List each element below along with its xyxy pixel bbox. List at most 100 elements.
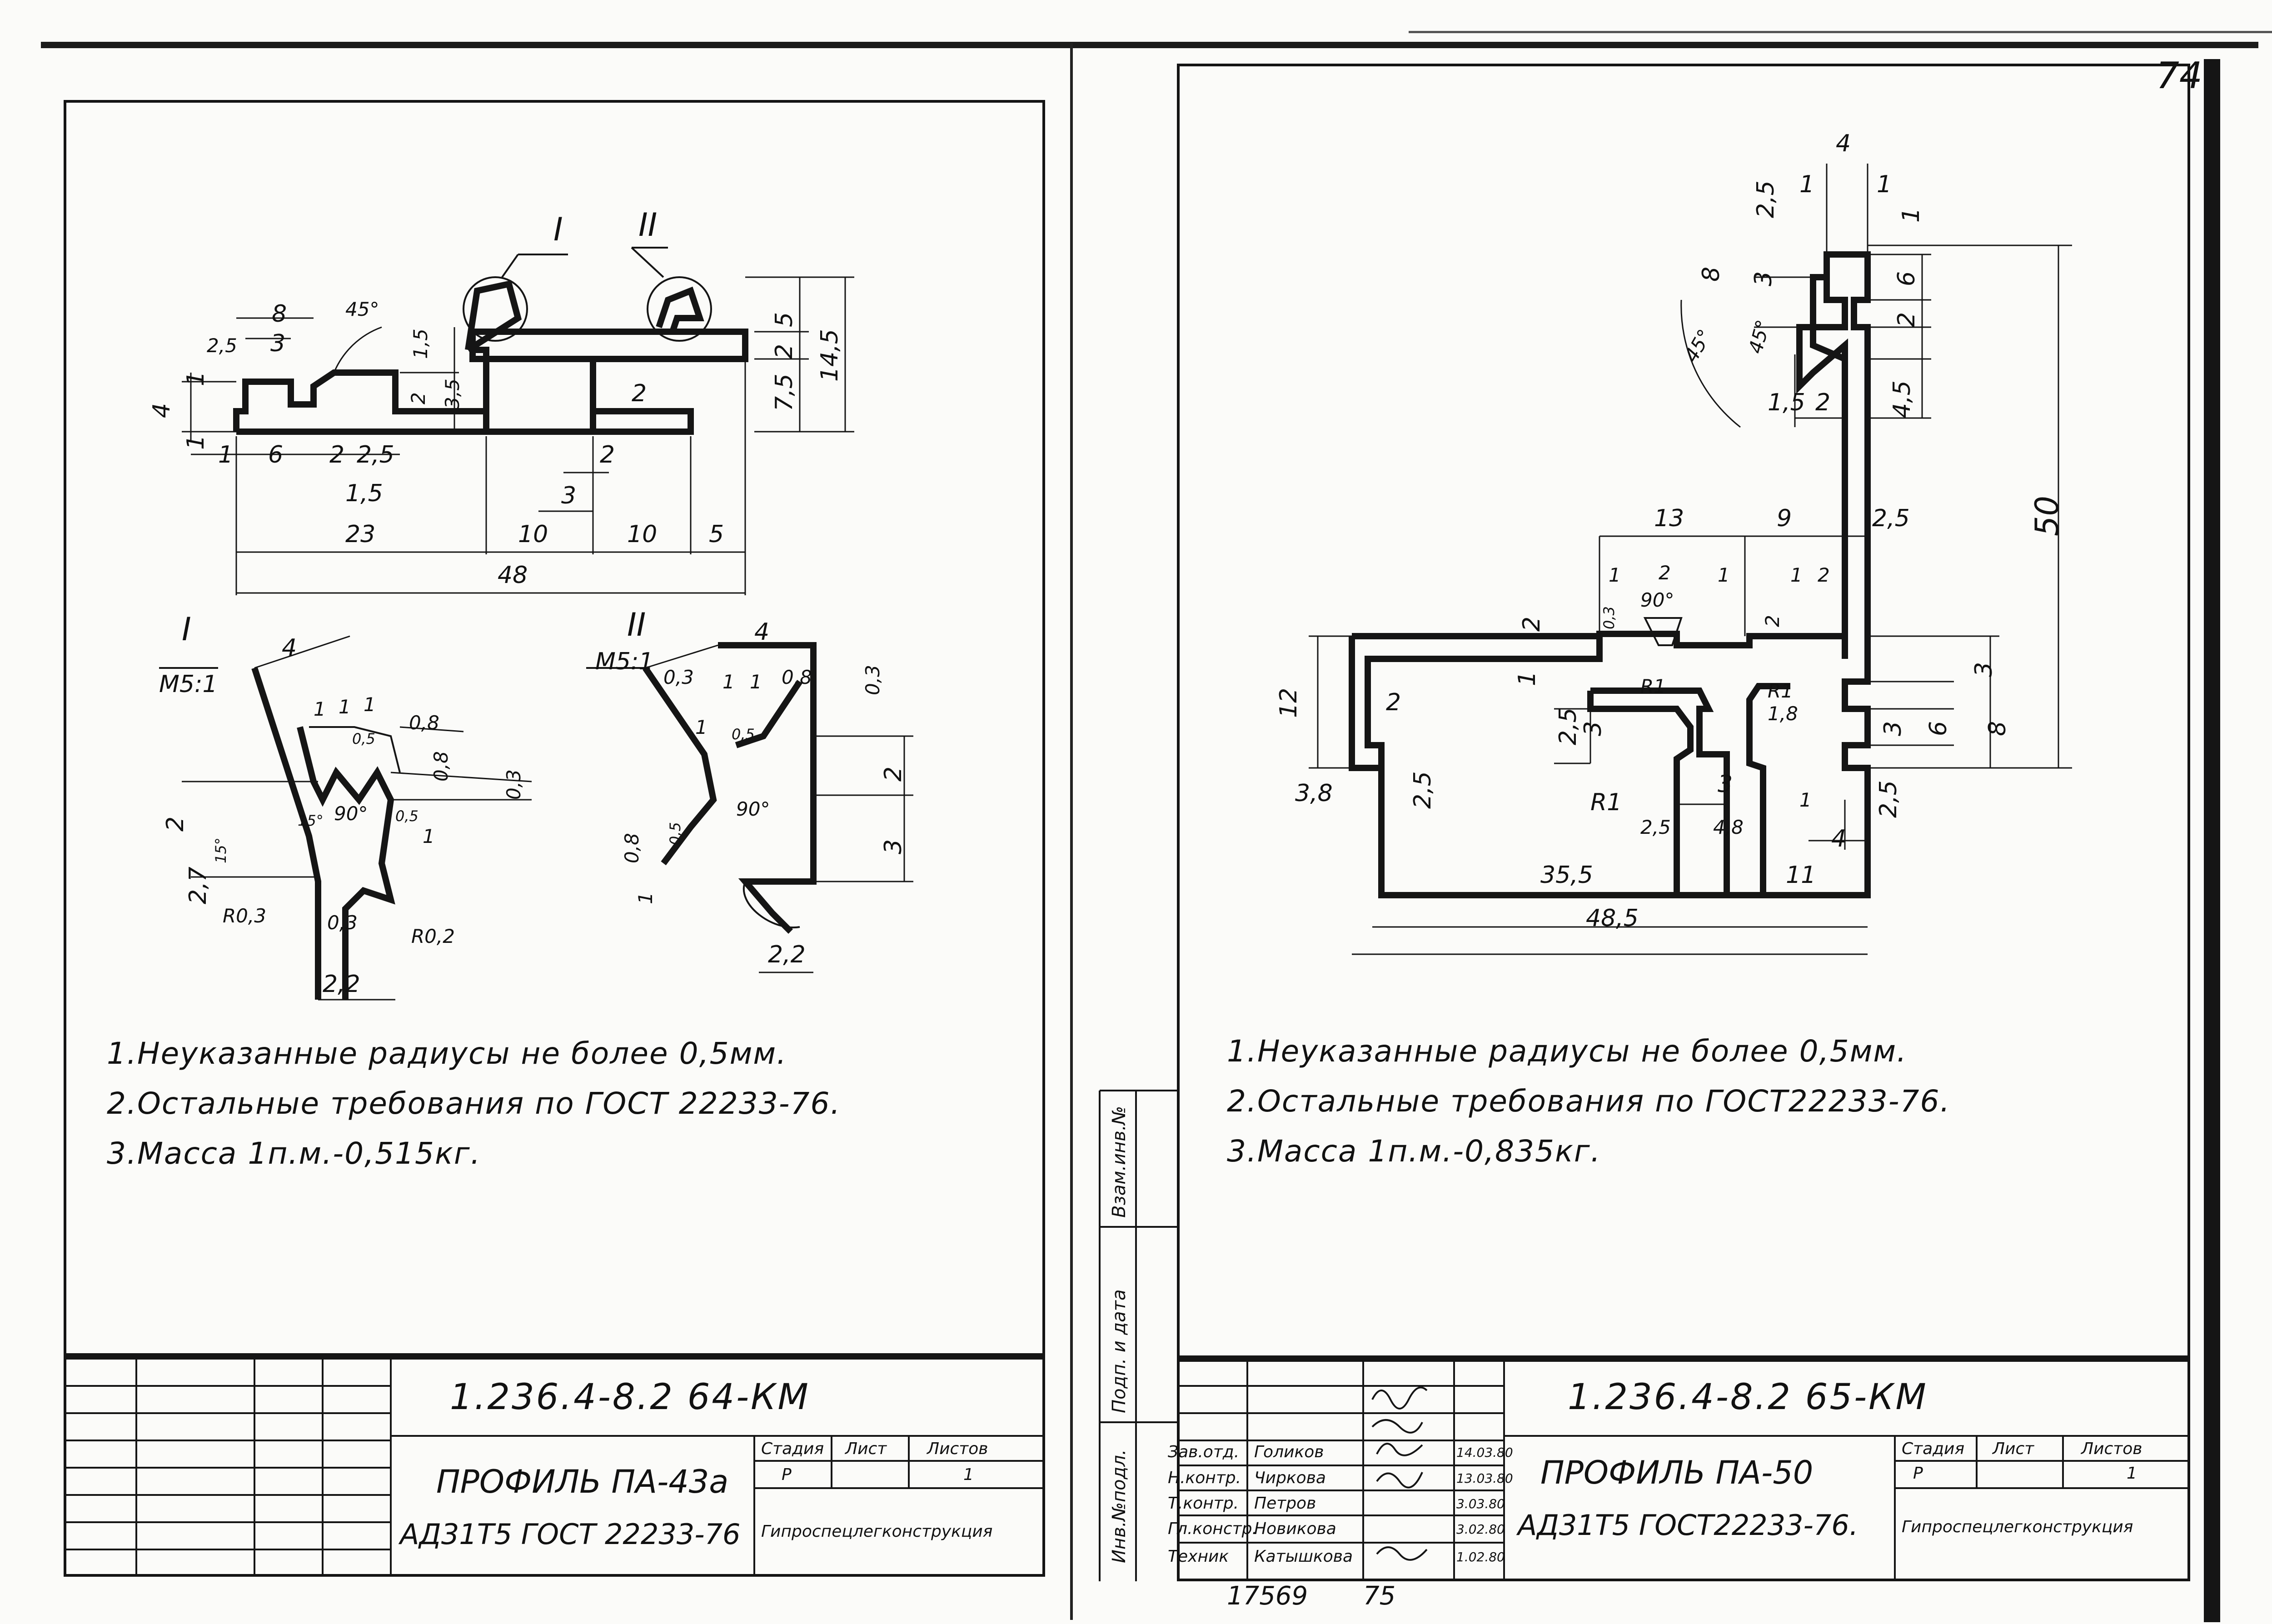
dI-0-5b: 0,5 xyxy=(395,807,419,825)
right-sheet-frame xyxy=(1177,64,2190,1581)
left-sheet-frame xyxy=(64,100,1045,1577)
dII-0-5: 0,5 xyxy=(732,726,755,743)
left-note-1: 1.Неуказанные радиусы не более 0,5мм. xyxy=(107,1036,787,1071)
r-dim-9: 9 xyxy=(1777,505,1792,532)
dII-1b: 1 xyxy=(750,671,762,693)
dI-0-3b: 0,3 xyxy=(327,912,358,934)
signer-name-4: Новикова xyxy=(1254,1519,1336,1538)
binding-edge xyxy=(2204,59,2220,1622)
r-dim-1-5: 1,5 xyxy=(1768,389,1805,416)
r-dim-r1c: R1 xyxy=(1590,789,1622,816)
signer-role-4: Гл.констр. xyxy=(1168,1519,1257,1538)
r-dim-1c: 1 xyxy=(1609,564,1621,586)
side-label-podp: Подп. и дата xyxy=(1109,1289,1130,1413)
left-sheet-hdr: Лист xyxy=(845,1440,887,1458)
r-dim-4-8: 4,8 xyxy=(1713,816,1744,838)
dI-r0-3: R0,3 xyxy=(223,905,266,927)
r-dim-r1b: R1 xyxy=(1768,680,1793,702)
r-dim-4b: 4 xyxy=(1831,825,1847,852)
right-stage-val: Р xyxy=(1913,1464,1923,1483)
dim-14-5v: 14,5 xyxy=(816,329,843,382)
dI-1d: 1 xyxy=(423,825,435,847)
right-doc-code: 1.236.4-8.2 65-КМ xyxy=(1568,1377,1928,1418)
dII-1c: 1 xyxy=(695,716,708,738)
scan-top-bar xyxy=(41,42,2258,48)
r-dim-1d: 1 xyxy=(1718,564,1730,586)
r-dim-1b: 1 xyxy=(1877,171,1892,198)
left-sheets-val: 1 xyxy=(963,1465,974,1484)
dII-0-3a: 0,3 xyxy=(663,666,694,688)
dI-1c: 1 xyxy=(364,693,376,716)
dim-3b: 3 xyxy=(561,482,577,509)
signer-role-5: Техник xyxy=(1168,1547,1229,1566)
signer-date-2: 13.03.80 xyxy=(1456,1471,1513,1486)
r-dim-3v: 3 xyxy=(1750,271,1777,286)
signer-name-5: Катышкова xyxy=(1254,1547,1353,1566)
signer-name-2: Чиркова xyxy=(1254,1469,1326,1487)
r-dim-4-5v: 4,5 xyxy=(1888,380,1916,418)
right-stage-hdr: Стадия xyxy=(1902,1440,1965,1458)
r-dim-2d: 2 xyxy=(1761,615,1784,627)
r-dim-2-5e: 2,5 xyxy=(1875,780,1902,818)
right-sheets-val: 1 xyxy=(2127,1464,2137,1483)
r-dim-2-5c: 2,5 xyxy=(1640,816,1671,838)
dII-90deg: 90° xyxy=(736,798,770,820)
right-org: Гипроспецлегконструкция xyxy=(1902,1518,2133,1536)
dII-1d: 1 xyxy=(634,892,657,904)
signer-role-1: Зав.отд. xyxy=(1168,1443,1240,1461)
dI-0-3: 0,3 xyxy=(503,769,525,800)
right-sheet-hdr: Лист xyxy=(1993,1440,2034,1458)
r-dim-2-5a: 2,5 xyxy=(1872,505,1910,532)
dI-2-2: 2,2 xyxy=(323,971,360,998)
left-doc-title: ПРОФИЛЬ ПА-43а xyxy=(436,1463,729,1500)
section-mark-II: II xyxy=(638,206,658,244)
r-dim-1v: 1 xyxy=(1898,207,1925,223)
dim-5v: 5 xyxy=(771,312,798,327)
r-dim-1f: 1 xyxy=(1514,671,1541,686)
r-dim-12: 12 xyxy=(1275,687,1302,718)
page-number: 74 xyxy=(2156,55,2202,97)
left-title-block-lines xyxy=(64,1353,1045,1574)
signer-date-4: 3.02.80 xyxy=(1456,1522,1505,1537)
bottom-stamp-1: 17569 xyxy=(1227,1581,1308,1611)
dim-3a: 3 xyxy=(270,330,286,357)
dim-7-5v: 7,5 xyxy=(771,374,798,411)
left-stage-val: Р xyxy=(782,1465,792,1484)
dI-15deg-b: 15° xyxy=(212,837,229,863)
signer-role-3: Т.контр. xyxy=(1168,1494,1239,1513)
dim-4v: 4 xyxy=(148,403,175,418)
dII-1a: 1 xyxy=(722,671,735,693)
dI-r0-2: R0,2 xyxy=(411,925,455,947)
left-stage-hdr: Стадия xyxy=(761,1440,824,1458)
detail-I-mark: I xyxy=(182,611,191,648)
r-dim-8: 8 xyxy=(1984,721,2011,736)
scan-top-bar-right xyxy=(1409,31,2272,33)
dim-2-5a: 2,5 xyxy=(207,334,237,357)
left-doc-code: 1.236.4-8.2 64-КМ xyxy=(450,1377,810,1418)
dII-0-5b: 0,5 xyxy=(667,822,684,845)
dim-45deg: 45° xyxy=(345,298,379,320)
dim-48: 48 xyxy=(498,562,528,589)
r-dim-2-5d: 2,5 xyxy=(1409,771,1436,809)
right-note-1: 1.Неуказанные радиусы не более 0,5мм. xyxy=(1227,1034,1908,1069)
dim-2v: 2 xyxy=(407,392,429,404)
dim-1v-b: 1 xyxy=(182,434,209,450)
r-dim-2e: 2 xyxy=(1518,616,1545,632)
r-dim-2v: 2 xyxy=(1893,312,1920,327)
dim-6: 6 xyxy=(268,441,284,468)
right-sheets-hdr: Листов xyxy=(2081,1440,2142,1458)
bottom-stamp-2: 75 xyxy=(1363,1581,1396,1611)
dim-2c: 2 xyxy=(600,441,615,468)
r-dim-2-5b: 2,5 xyxy=(1555,707,1582,745)
right-doc-material: АД31Т5 ГОСТ22233-76. xyxy=(1518,1509,1858,1542)
r-dim-4top: 4 xyxy=(1836,130,1851,157)
detail-II-scale: М5:1 xyxy=(595,648,654,675)
r-dim-1e: 1 xyxy=(1790,564,1803,586)
r-dim-2a: 2 xyxy=(1815,389,1831,416)
dim-2-5b: 2,5 xyxy=(357,441,394,468)
r-dim-1-8: 1,8 xyxy=(1768,702,1798,725)
dI-0-5a: 0,5 xyxy=(352,730,375,747)
dI-2-7: 2,7 xyxy=(184,867,212,904)
dI-90deg: 90° xyxy=(334,802,368,825)
